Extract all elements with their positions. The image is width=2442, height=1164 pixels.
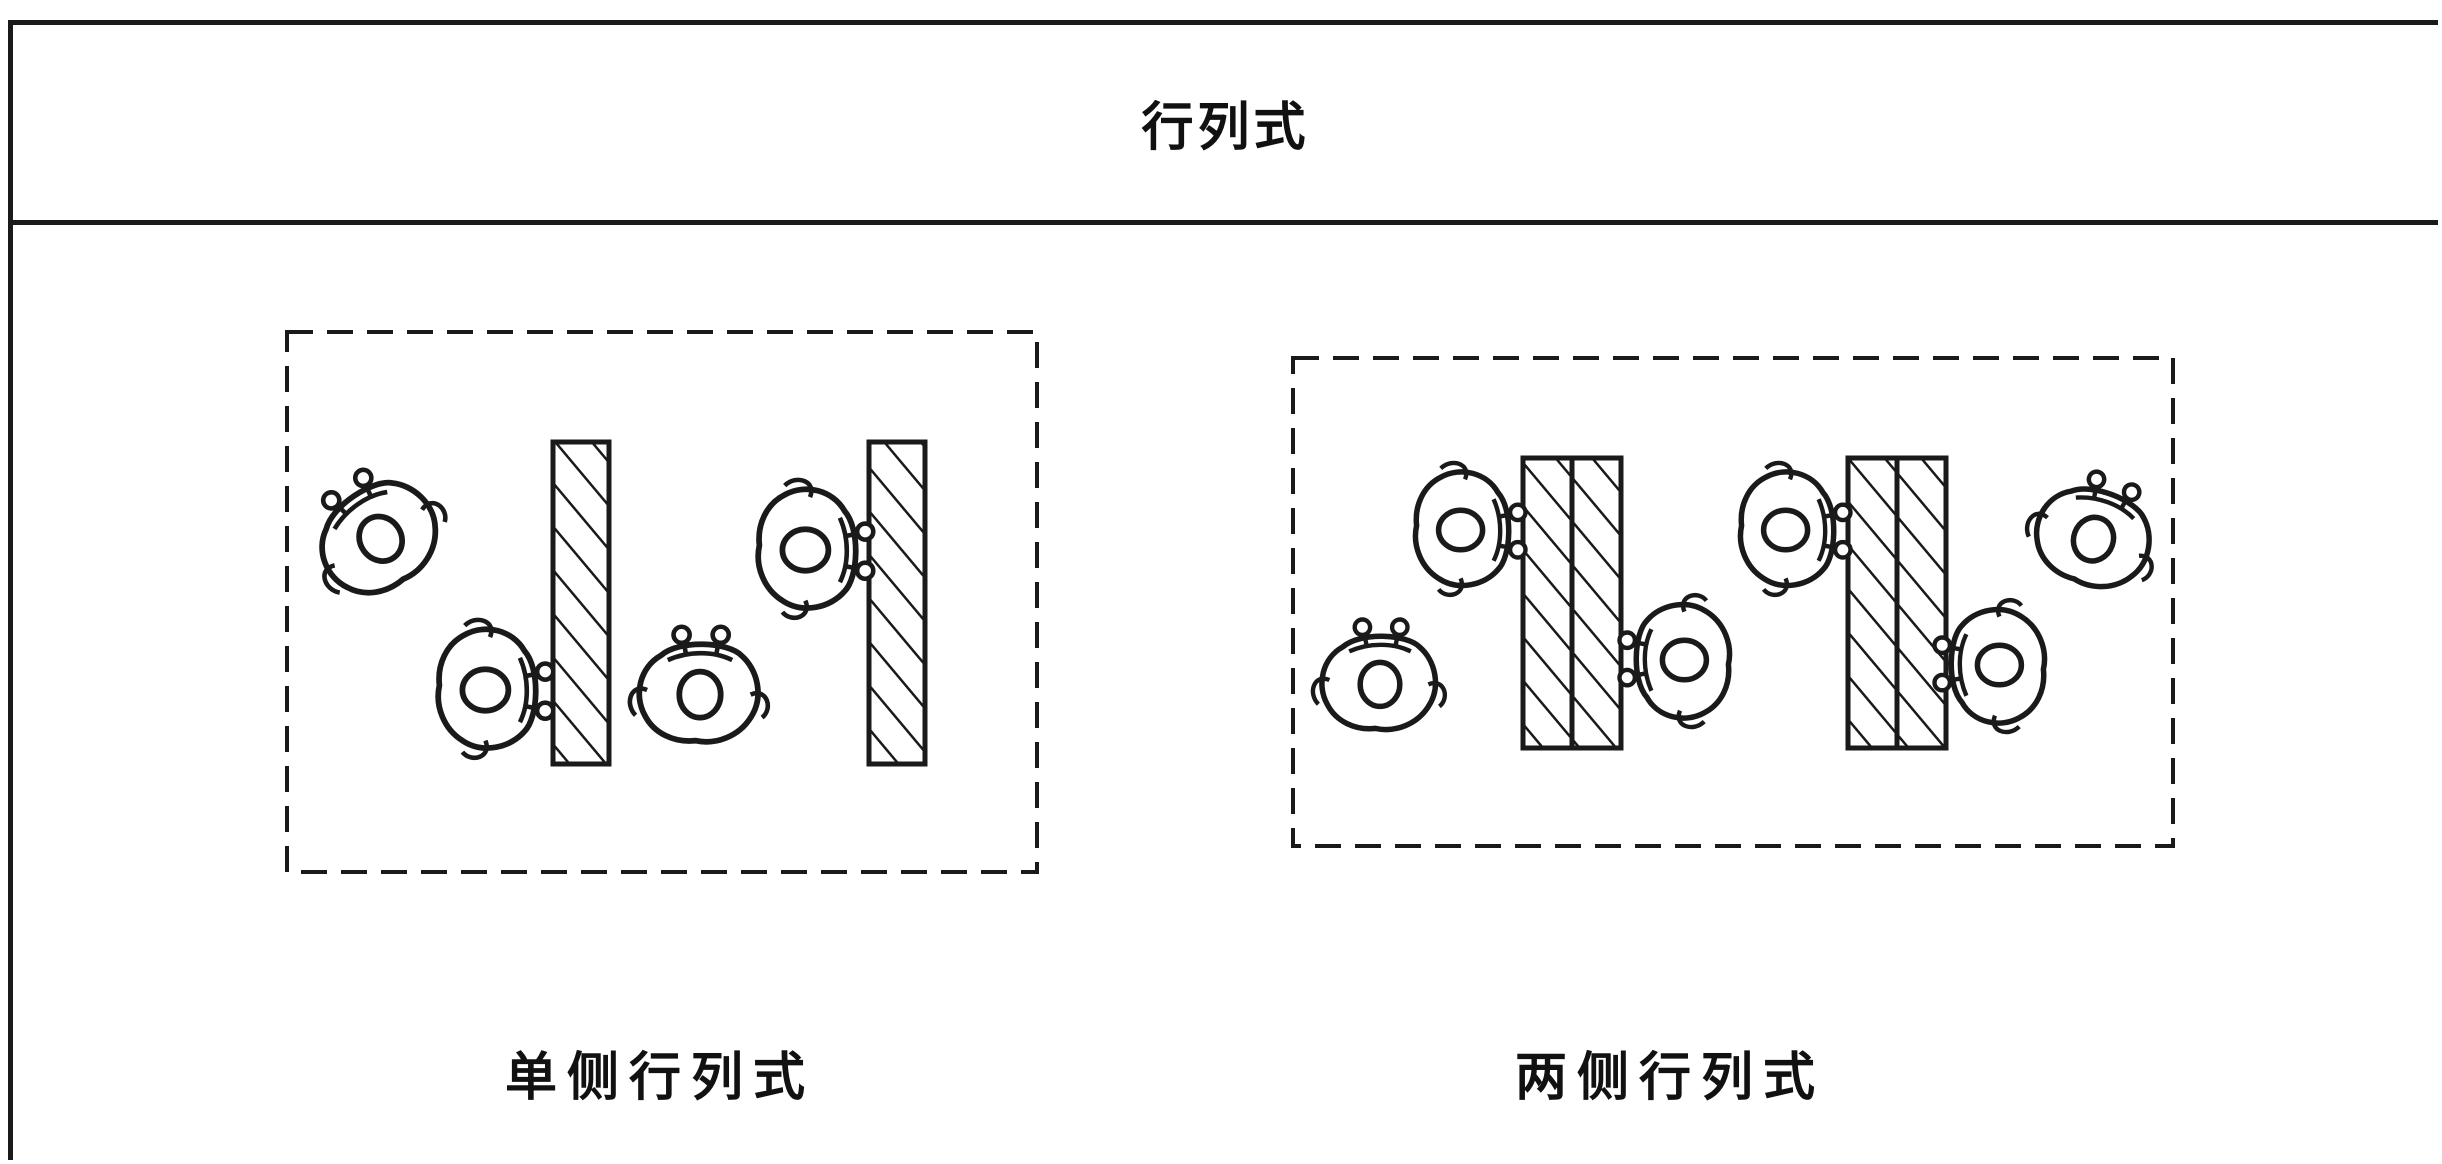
panel-single-side — [284, 330, 1039, 874]
caption-double-side: 两侧行列式 — [1514, 1047, 1825, 1108]
person-icon — [1740, 463, 1850, 595]
person-icon — [630, 627, 768, 742]
diagram-title: 行列式 — [1141, 97, 1310, 158]
person-icon — [438, 620, 553, 758]
caption-single-side: 单侧行列式 — [504, 1047, 815, 1108]
person-icon — [1313, 620, 1445, 730]
person-icon — [284, 444, 463, 617]
person-icon — [1935, 600, 2045, 732]
panel-boundary-right — [1291, 356, 2175, 848]
panel-double-side — [1291, 356, 2177, 848]
person-icon — [758, 480, 873, 618]
diagram-frame: 行列式 — [8, 20, 2438, 1160]
person-icon — [1415, 463, 1525, 595]
person-icon — [1620, 595, 1730, 727]
person-icon — [2015, 455, 2177, 604]
counter-left-1 — [550, 439, 612, 767]
counter-left-2 — [866, 439, 928, 767]
panel-boundary-left — [285, 330, 1039, 874]
header-row: 行列式 — [13, 25, 2438, 225]
